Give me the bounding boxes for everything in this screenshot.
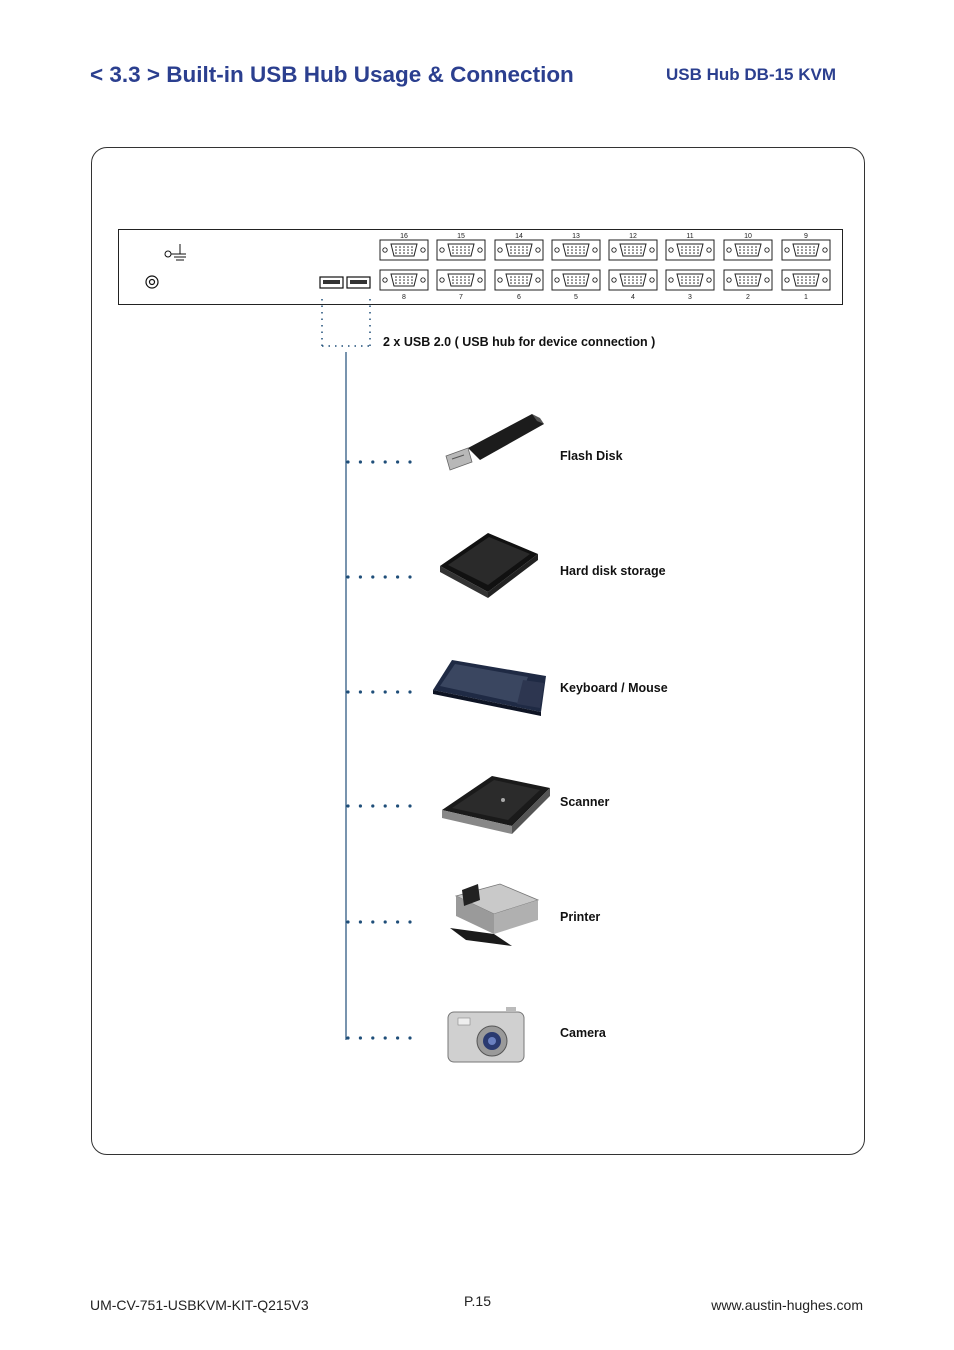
- port-number-label: 16: [400, 233, 408, 240]
- device-branch-connector: [346, 920, 412, 924]
- db15-port-8: 8: [379, 269, 429, 301]
- port-number-label: 13: [572, 233, 580, 240]
- port-number-label: 4: [631, 294, 635, 301]
- port-number-label: 2: [746, 294, 750, 301]
- port-number-label: 9: [804, 233, 808, 240]
- device-label: Hard disk storage: [560, 564, 666, 578]
- scanner-icon: [442, 776, 550, 834]
- db15-port-2: 2: [723, 269, 773, 301]
- diagram-frame: [91, 147, 865, 1155]
- device-branch-connector: [346, 460, 412, 464]
- port-number-label: 14: [515, 233, 523, 240]
- port-number-label: 7: [459, 294, 463, 301]
- device-branch-connector: [346, 1036, 412, 1040]
- usb-dotted-link: [321, 299, 371, 347]
- db15-port-15: 15: [436, 233, 486, 261]
- website-link[interactable]: www.austin-hughes.com: [711, 1297, 863, 1313]
- db15-port-13: 13: [551, 233, 601, 261]
- port-number-label: 11: [686, 233, 693, 240]
- port-number-label: 5: [574, 294, 578, 301]
- db15-port-7: 7: [436, 269, 486, 301]
- port-number-label: 6: [517, 294, 521, 301]
- page-subtitle: USB Hub DB-15 KVM: [666, 65, 837, 84]
- power-jack-icon: [145, 275, 159, 289]
- db15-port-11: 11: [665, 233, 715, 261]
- db15-port-5: 5: [551, 269, 601, 301]
- device-label: Printer: [560, 910, 601, 924]
- port-number-label: 12: [629, 233, 637, 240]
- db15-port-4: 4: [608, 269, 658, 301]
- camera-icon: [447, 1007, 525, 1063]
- device-label: Scanner: [560, 795, 610, 809]
- port-number-label: 15: [457, 233, 465, 240]
- usb-port-1-icon: [319, 276, 344, 289]
- flash-disk-icon: [445, 414, 544, 471]
- page-title: < 3.3 > Built-in USB Hub Usage & Connect…: [90, 62, 574, 87]
- db15-port-16: 16: [379, 233, 429, 261]
- db15-port-14: 14: [494, 233, 544, 261]
- device-branch-connector: [346, 804, 412, 808]
- port-number-label: 10: [744, 233, 752, 240]
- db15-port-10: 10: [723, 233, 773, 261]
- device-label: Keyboard / Mouse: [560, 681, 668, 695]
- device-branch-connector: [346, 575, 412, 579]
- db15-port-12: 12: [608, 233, 658, 261]
- port-number-label: 8: [402, 294, 406, 301]
- hard-disk-icon: [440, 533, 538, 598]
- page-number: P.15: [464, 1293, 491, 1309]
- port-number-label: 3: [688, 294, 692, 301]
- db15-port-1: 1: [781, 269, 831, 301]
- keyboard-icon: [433, 660, 546, 716]
- db15-port-9: 9: [781, 233, 831, 261]
- ground-icon: [164, 244, 186, 261]
- device-label: Flash Disk: [560, 449, 623, 463]
- printer-icon: [450, 883, 540, 946]
- document-id: UM-CV-751-USBKVM-KIT-Q215V3: [90, 1297, 309, 1313]
- db15-port-3: 3: [665, 269, 715, 301]
- db15-port-6: 6: [494, 269, 544, 301]
- usb-hub-label: 2 x USB 2.0 ( USB hub for device connect…: [383, 335, 656, 349]
- device-label: Camera: [560, 1026, 606, 1040]
- port-number-label: 1: [804, 294, 808, 301]
- usb-port-2-icon: [346, 276, 371, 289]
- device-branch-connector: [346, 690, 412, 694]
